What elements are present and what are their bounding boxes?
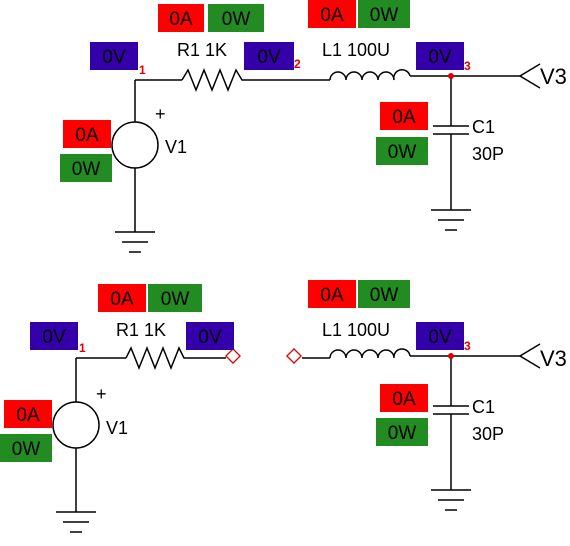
svg-text:0A: 0A <box>392 107 416 128</box>
svg-text:0V: 0V <box>102 47 126 68</box>
top-inductor-l1 <box>329 69 411 81</box>
top-l1-current-badge: 0A <box>308 0 356 28</box>
bottom-circuit: + V1 C1 30P V3 R1 1K L1 100U 1 3 <box>0 280 567 533</box>
top-l1-power-badge: 0W <box>358 0 410 28</box>
bottom-c1-name: C1 <box>472 397 495 417</box>
svg-text:0V: 0V <box>198 327 222 348</box>
svg-text:0W: 0W <box>370 5 399 26</box>
svg-text:0V: 0V <box>42 327 66 348</box>
svg-text:0W: 0W <box>161 289 190 310</box>
top-c1-name: C1 <box>472 117 495 137</box>
bottom-node1-number: 1 <box>79 341 86 355</box>
bottom-v1-plus: + <box>96 384 107 404</box>
svg-text:0W: 0W <box>12 439 41 460</box>
bottom-node3-dot <box>448 353 454 359</box>
bottom-voltage-source-v1 <box>52 401 100 449</box>
bottom-v1-current-badge: 0A <box>4 400 52 428</box>
svg-text:0V: 0V <box>257 47 281 68</box>
top-v1-label: V1 <box>165 137 187 157</box>
top-v1-current-badge: 0A <box>63 120 111 148</box>
top-c1-power-badge: 0W <box>376 137 428 165</box>
top-l1-label: L1 100U <box>322 40 390 60</box>
top-node1-number: 1 <box>139 63 146 77</box>
svg-text:0A: 0A <box>169 9 193 30</box>
top-circuit: + V1 C1 30P V3 R1 1K L1 100U 1 2 3 <box>60 0 567 253</box>
top-r1-current-badge: 0A <box>158 4 204 32</box>
svg-text:0V: 0V <box>428 47 452 68</box>
bottom-node1-voltage-badge: 0V <box>30 322 78 350</box>
bottom-r1-power-badge: 0W <box>148 284 202 312</box>
top-ground-c1 <box>431 209 471 231</box>
svg-text:0A: 0A <box>320 5 344 26</box>
bottom-l1-power-badge: 0W <box>358 280 410 308</box>
top-node2-number: 2 <box>294 57 301 71</box>
bottom-l1-current-badge: 0A <box>308 280 356 308</box>
bottom-c1-power-badge: 0W <box>376 418 428 446</box>
top-node2-voltage-badge: 0V <box>244 42 294 70</box>
svg-text:0W: 0W <box>222 9 251 30</box>
bottom-c1-current-badge: 0A <box>380 384 428 412</box>
top-r1-label: R1 1K <box>177 40 227 60</box>
svg-text:0V: 0V <box>428 327 452 348</box>
top-v1-plus: + <box>155 104 166 124</box>
top-node3-dot <box>448 73 454 79</box>
bottom-l1-label: L1 100U <box>322 320 390 340</box>
top-v3-label: V3 <box>540 64 567 89</box>
bottom-node3-number: 3 <box>464 339 471 353</box>
bottom-v3-label: V3 <box>540 346 567 371</box>
top-v3-terminal-arrow <box>518 63 541 89</box>
svg-text:0A: 0A <box>320 285 344 306</box>
top-voltage-source-v1 <box>111 121 159 169</box>
top-node1-voltage-badge: 0V <box>90 42 138 70</box>
top-node3-voltage-badge: 0V <box>416 42 464 70</box>
top-c1-value: 30P <box>472 144 504 164</box>
bottom-v1-label: V1 <box>106 418 128 438</box>
bottom-c1-value: 30P <box>472 424 504 444</box>
svg-text:0W: 0W <box>370 285 399 306</box>
svg-text:0A: 0A <box>75 125 99 146</box>
bottom-r1-end-voltage-badge: 0V <box>186 322 234 350</box>
svg-text:0W: 0W <box>72 159 101 180</box>
svg-text:0W: 0W <box>388 142 417 163</box>
top-v1-power-badge: 0W <box>60 154 112 182</box>
bottom-v1-power-badge: 0W <box>0 434 52 462</box>
top-ground-v1 <box>115 231 155 253</box>
bottom-open-terminal-left <box>286 348 302 364</box>
bottom-r1-label: R1 1K <box>116 320 166 340</box>
svg-text:0A: 0A <box>392 389 416 410</box>
bottom-ground-v1 <box>56 511 96 533</box>
svg-text:0W: 0W <box>388 423 417 444</box>
bottom-node3-voltage-badge: 0V <box>416 322 464 350</box>
bottom-inductor-l1 <box>329 348 411 359</box>
svg-text:0A: 0A <box>110 289 134 310</box>
bottom-r1-current-badge: 0A <box>98 284 146 312</box>
top-resistor-r1 <box>181 67 248 93</box>
bottom-v3-terminal-arrow <box>518 343 541 369</box>
bottom-ground-c1 <box>431 489 471 511</box>
bottom-open-terminal-right <box>225 348 241 364</box>
top-node3-number: 3 <box>464 59 471 73</box>
top-r1-power-badge: 0W <box>208 4 264 32</box>
svg-text:0A: 0A <box>16 405 40 426</box>
bottom-resistor-r1 <box>125 345 188 371</box>
top-c1-current-badge: 0A <box>380 102 428 130</box>
